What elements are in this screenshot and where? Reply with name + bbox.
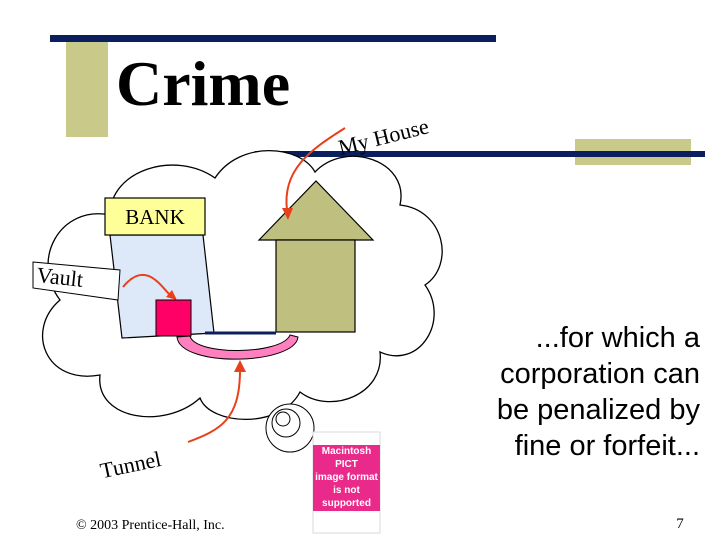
tunnel-label: Tunnel [98,446,163,483]
vault-label: Vault [35,262,84,292]
copyright-notice: © 2003 Prentice-Hall, Inc. [76,518,225,533]
vault-label-group: Vault [32,261,121,301]
pict-line-1: Macintosh PICT [321,446,372,470]
pict-line-3: is not supported [322,485,371,509]
tunnel-shape [176,334,299,360]
pict-line-2: image format [315,472,378,483]
tunnel-arrow-head [234,360,246,372]
slide-title: Crime [116,48,291,119]
slide-number: 7 [676,516,684,532]
slide-caption: ...for which a corporation can be penali… [452,320,700,464]
thought-bubble-small [275,411,291,427]
house-arrow-line [285,127,346,211]
house-body [275,239,356,333]
vault-label-box [32,261,121,301]
olive-accent-block [66,37,108,137]
mid-accent-line [255,151,705,157]
pict-placeholder-bg [313,445,380,511]
vault-arrow-line [122,273,171,296]
bank-label: BANK [125,205,185,229]
house-arrow-head [282,208,293,220]
top-accent-line [50,35,496,42]
tunnel-label-text: Tunnel [98,446,163,483]
caption-line-4: fine or forfeit... [514,430,700,462]
safe-box [155,299,192,337]
caption-line-3: be penalized by [496,394,700,426]
caption-line-2: corporation can [500,358,700,390]
tunnel-arrow-line [187,369,241,443]
pict-placeholder-text: Macintosh PICT image format is not suppo… [313,445,380,510]
caption-line-1: ...for which a [535,322,700,354]
bank-sign [104,197,206,236]
vault-arrow-head [166,290,177,300]
